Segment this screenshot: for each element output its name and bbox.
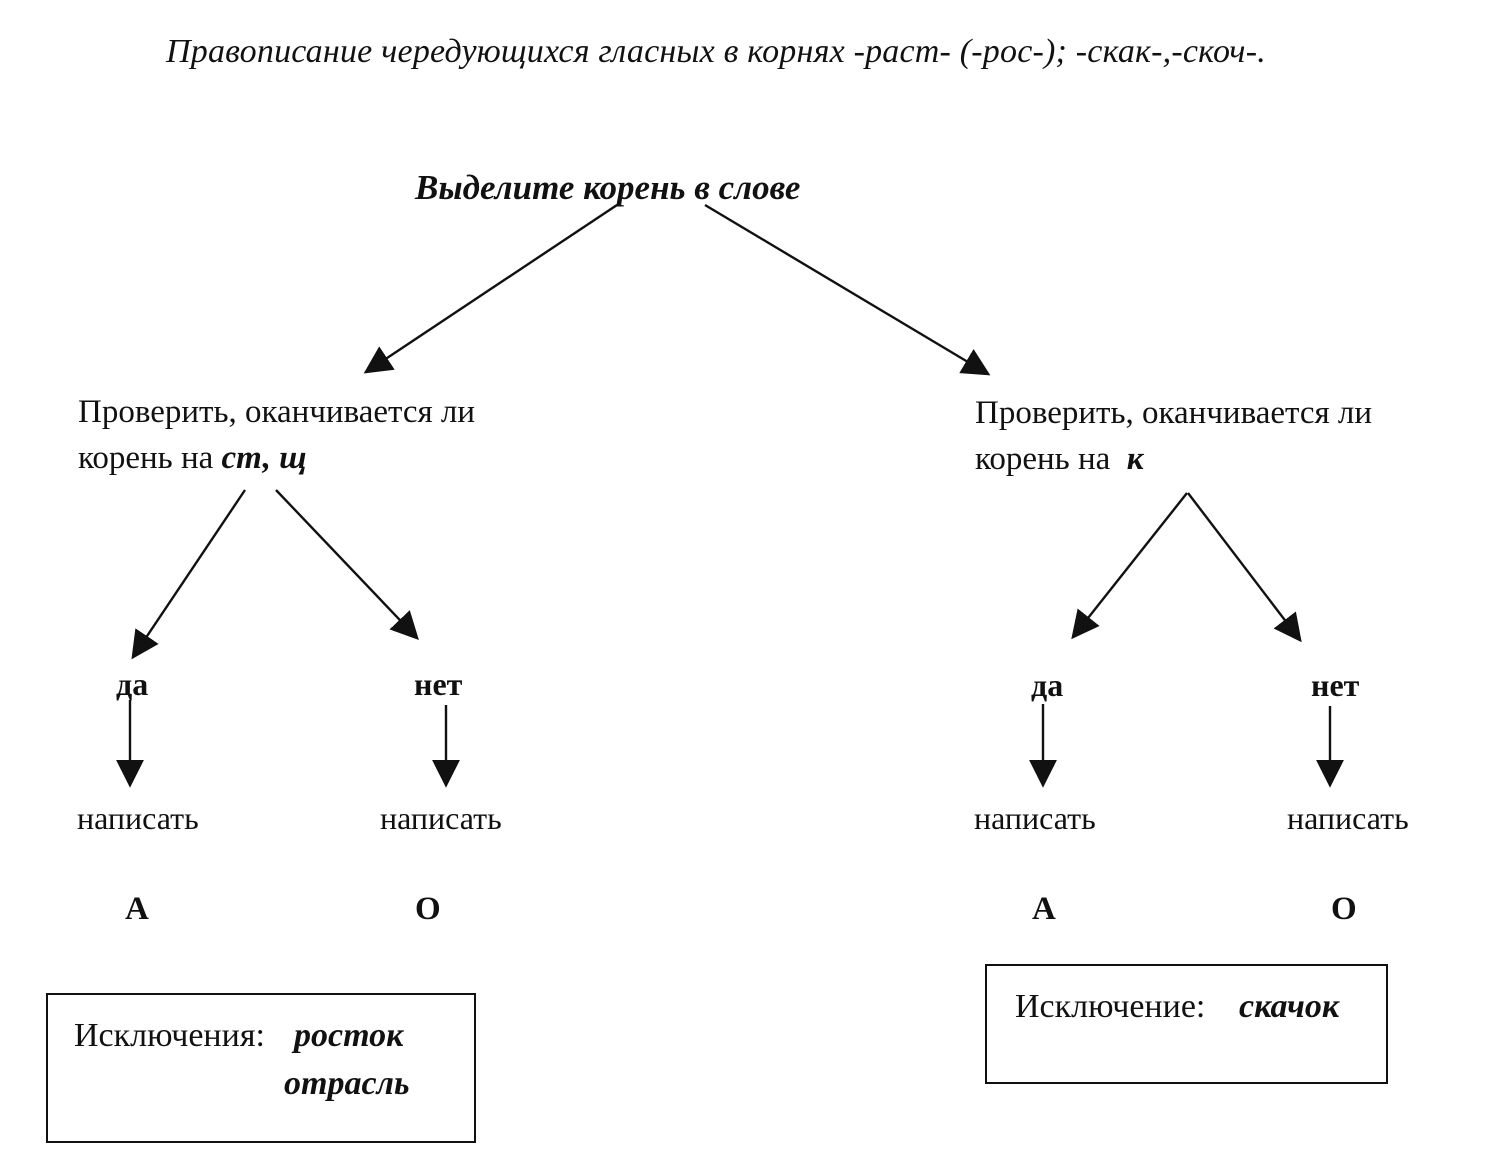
left-no-action: написать — [380, 800, 502, 836]
left-yes-vowel: А — [125, 891, 149, 927]
right-question-line2: корень на — [975, 441, 1127, 477]
right-no-node: нет — [1311, 667, 1360, 703]
left-yes-node: да — [116, 666, 149, 702]
arrow-left-to-yes — [131, 489, 246, 660]
right-marker: к — [1126, 441, 1144, 477]
diagram-title: Правописание чередующихся гласных в корн… — [166, 33, 1266, 70]
root-node: Выделите корень в слове — [415, 168, 801, 207]
left-question-line2: корень на — [78, 440, 222, 476]
left-marker: ст, щ — [221, 440, 307, 476]
left-exception-label: Исключения: — [74, 1017, 265, 1054]
right-exception-label: Исключение: — [1015, 988, 1206, 1025]
left-exception-box: Исключения: росток отрасль — [46, 993, 476, 1143]
right-question-line1: Проверить, оканчивается ли — [975, 395, 1373, 431]
right-yes-vowel: А — [1032, 891, 1056, 927]
left-exception-word: росток — [294, 1017, 404, 1054]
left-no-node: нет — [414, 666, 463, 702]
right-no-vowel: О — [1331, 891, 1357, 927]
left-yes-action: написать — [77, 800, 199, 836]
right-exception-box: Исключение: скачок — [985, 964, 1388, 1084]
left-question-node: Проверить, оканчивается ли корень на ст,… — [78, 389, 475, 481]
arrow-root-to-right — [704, 203, 991, 376]
arrow-root-to-left — [363, 204, 618, 374]
right-yes-action: написать — [974, 800, 1096, 836]
left-no-vowel: О — [415, 891, 441, 927]
right-question-node: Проверить, оканчивается ли корень на к — [975, 390, 1372, 482]
arrow-right-to-no — [1187, 492, 1302, 643]
left-question-line1: Проверить, оканчивается ли — [78, 394, 476, 430]
right-yes-node: да — [1031, 667, 1064, 703]
left-exception-word: отрасль — [284, 1065, 410, 1102]
right-no-action: написать — [1287, 800, 1409, 836]
arrow-left-to-no — [275, 489, 419, 641]
arrow-right-to-yes — [1071, 492, 1188, 640]
right-exception-word: скачок — [1239, 988, 1340, 1025]
